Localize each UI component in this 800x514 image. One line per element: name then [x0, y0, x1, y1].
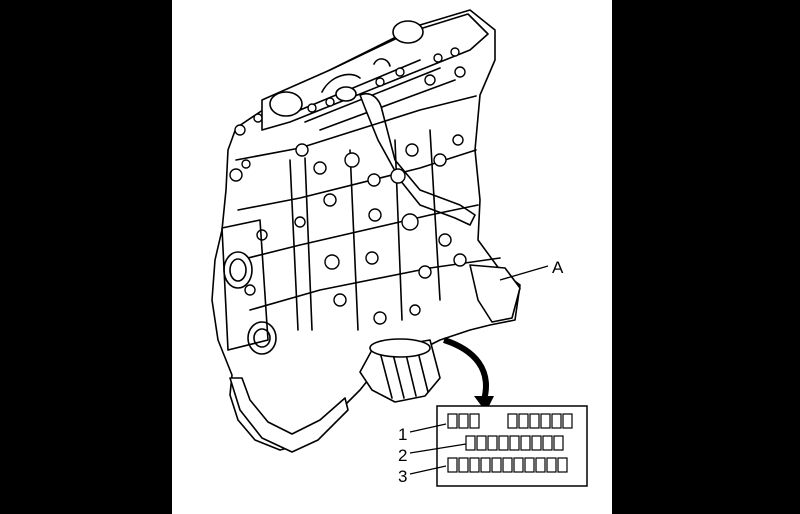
plate-row1-cell [518, 413, 529, 429]
plate-row3-cell [513, 457, 524, 473]
plate-row2-cell [476, 435, 487, 451]
plate-row2-cell [509, 435, 520, 451]
callout-2: 2 [398, 443, 467, 465]
plate-row3-cell [557, 457, 568, 473]
plate-row3-cell [480, 457, 491, 473]
plate-row3-cell [546, 457, 557, 473]
plate-row2-cell [498, 435, 509, 451]
callout-a-label: A [552, 258, 564, 277]
callout-3: 3 [398, 465, 447, 486]
plate-row3-cell [535, 457, 546, 473]
pointer-arrow [443, 337, 489, 401]
plate-row1-cell [507, 413, 518, 429]
plate-row3-cell [447, 457, 458, 473]
plate-row2-cell [465, 435, 476, 451]
plate-row1-cell [458, 413, 469, 429]
plate-row1-cell [562, 413, 573, 429]
plate-row2-cell [542, 435, 553, 451]
plate-row1-cell [469, 413, 480, 429]
plate-row1-cell [551, 413, 562, 429]
callout-1: 1 [398, 423, 447, 444]
plate-row3-cell [491, 457, 502, 473]
plate-row1-cell [529, 413, 540, 429]
callout-a-leader [499, 265, 549, 281]
oil-filter [359, 338, 441, 403]
engine-code-plate [436, 405, 588, 487]
plate-row1-cell [540, 413, 551, 429]
callout-2-label: 2 [398, 446, 407, 465]
plate-row1-cell [447, 413, 458, 429]
callout-1-label: 1 [398, 425, 407, 444]
plate-row2-cell [487, 435, 498, 451]
plate-row2-cell [520, 435, 531, 451]
engine-block-illustration [211, 9, 521, 453]
plate-row3-cell [469, 457, 480, 473]
callout-3-label: 3 [398, 467, 407, 486]
plate-row2-cell [531, 435, 542, 451]
plate-row3-cell [524, 457, 535, 473]
plate-row3-cell [458, 457, 469, 473]
plate-row3-cell [502, 457, 513, 473]
plate-row2-cell [553, 435, 564, 451]
